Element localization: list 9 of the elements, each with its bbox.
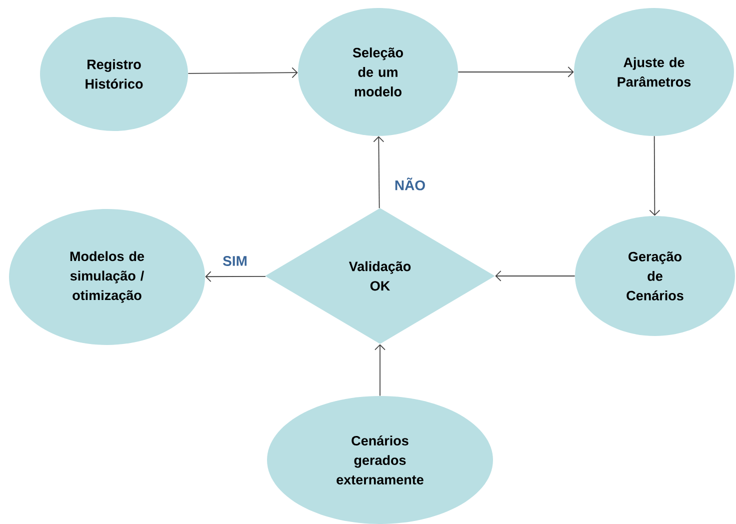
arrow: [649, 136, 660, 216]
edge-label: SIM: [222, 255, 248, 267]
arrow: [374, 344, 386, 396]
arrow: [205, 271, 266, 282]
arrow: [458, 66, 574, 78]
arrow: [188, 67, 298, 78]
edge-label: NÃO: [393, 176, 427, 192]
arrow: [373, 136, 384, 209]
arrow: [495, 270, 576, 282]
